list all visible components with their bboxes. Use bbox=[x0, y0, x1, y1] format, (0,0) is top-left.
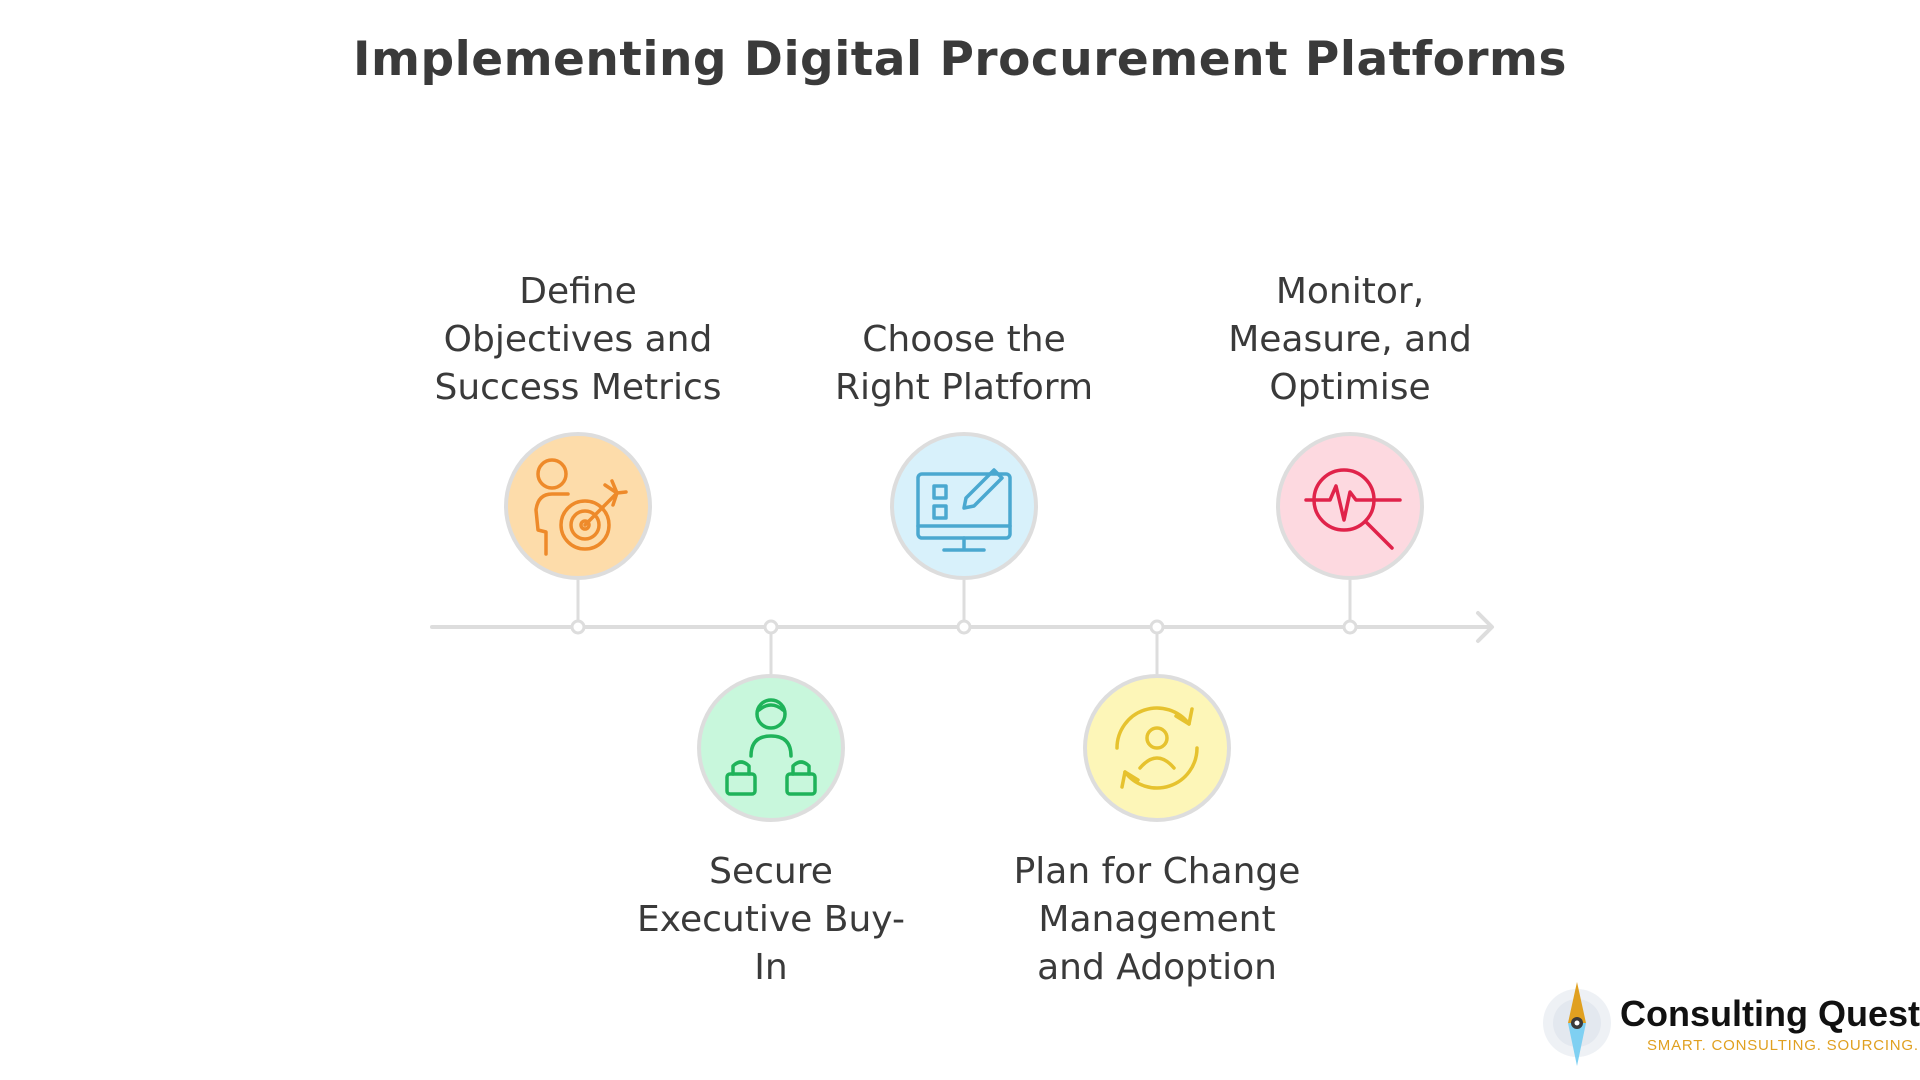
logo-name: Consulting Quest bbox=[1620, 993, 1920, 1034]
person-target-icon bbox=[534, 458, 628, 556]
step-1-circle bbox=[504, 432, 652, 580]
company-logo: Consulting Quest SMART. CONSULTING. SOUR… bbox=[1540, 975, 1920, 1075]
step-3-label: Choose the Right Platform bbox=[834, 319, 1094, 408]
diagram-title: Implementing Digital Procurement Platfor… bbox=[352, 32, 1567, 87]
pulse-magnifier-icon bbox=[1304, 468, 1402, 550]
monitor-checklist-icon bbox=[916, 468, 1012, 552]
step-5-circle bbox=[1276, 432, 1424, 580]
logo-tagline: SMART. CONSULTING. SOURCING. bbox=[1647, 1037, 1919, 1054]
tick-step-3 bbox=[956, 619, 972, 635]
person-cycle-icon bbox=[1115, 706, 1199, 790]
tick-step-1 bbox=[570, 619, 586, 635]
step-2-circle bbox=[697, 674, 845, 822]
timeline-arrowhead bbox=[1476, 611, 1494, 643]
tick-step-4 bbox=[1149, 619, 1165, 635]
compass-needle-icon bbox=[1543, 982, 1611, 1066]
executive-handbags-icon bbox=[725, 698, 817, 796]
step-2-label: Secure Executive Buy-In bbox=[637, 851, 905, 988]
step-1-label: Define Objectives and Success Metrics bbox=[434, 271, 722, 408]
tick-step-5 bbox=[1342, 619, 1358, 635]
step-5-label: Monitor, Measure, and Optimise bbox=[1228, 271, 1472, 408]
tick-step-2 bbox=[763, 619, 779, 635]
step-4-label: Plan for Change Management and Adoption bbox=[1013, 851, 1301, 988]
